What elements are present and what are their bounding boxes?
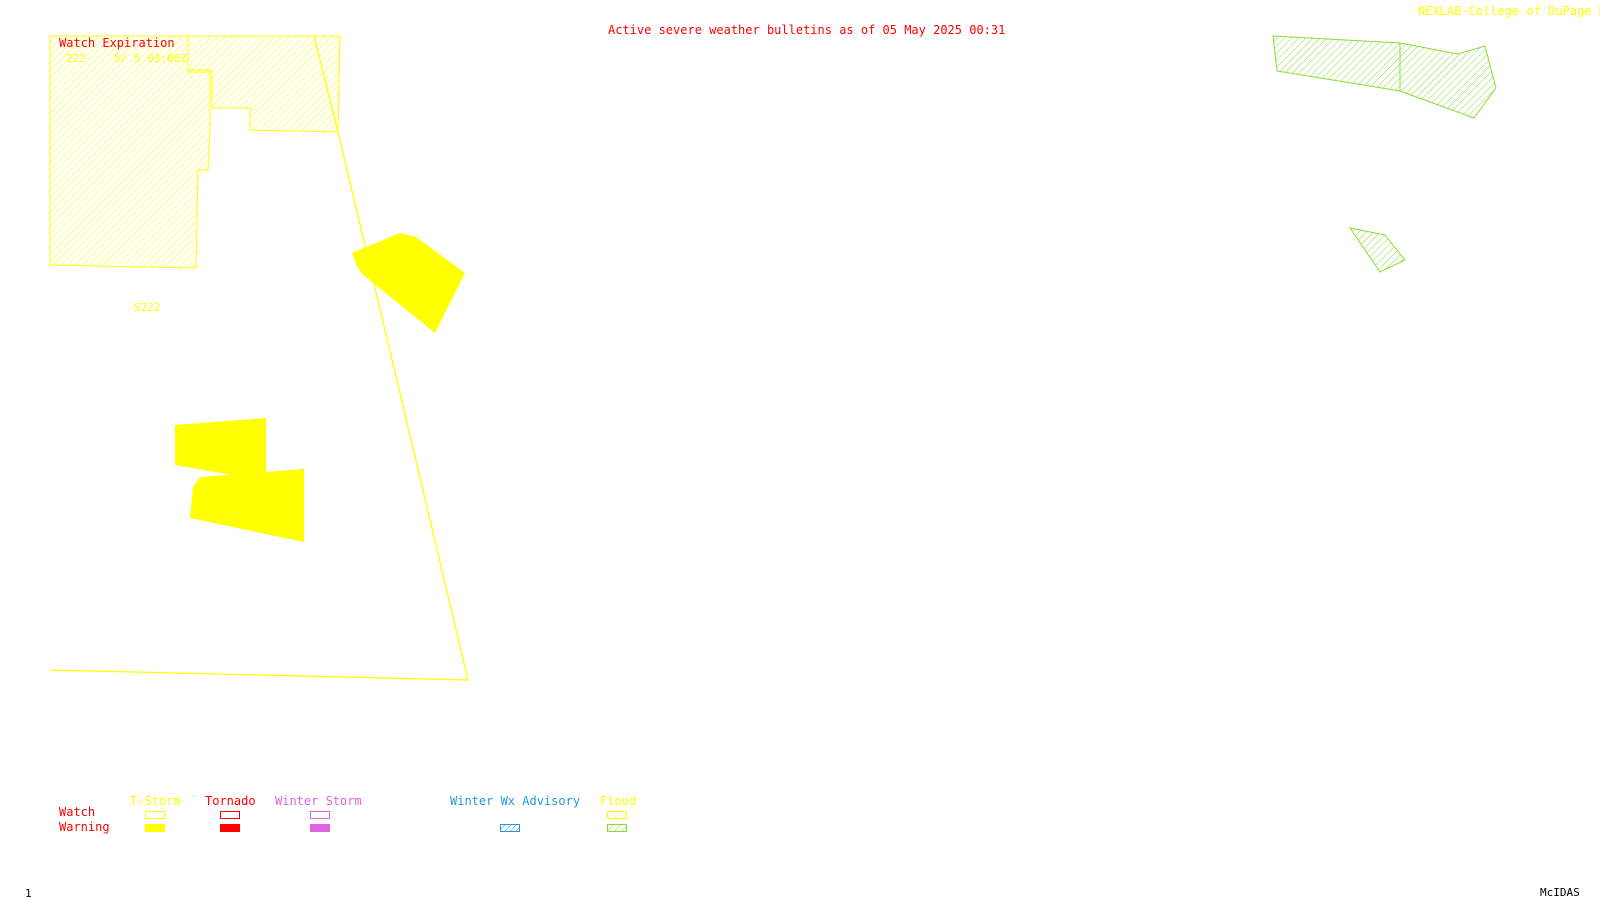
legend-watch-row-label: Watch: [59, 805, 96, 819]
legend-winter-wx-advisory-label: Winter Wx Advisory: [450, 794, 581, 808]
software-label: McIDAS: [1540, 886, 1580, 899]
legend-tornado-watch-swatch: [220, 811, 240, 819]
legend-tstorm-watch-swatch: [145, 811, 165, 819]
tstorm-warning-2: [175, 418, 266, 476]
frame-number: 1: [25, 887, 32, 900]
legend-winter-storm-watch-swatch: [310, 811, 330, 819]
legend-flood-watch-swatch: [607, 811, 627, 819]
legend-tornado-label: Tornado: [205, 794, 256, 808]
legend-winter-storm-label: Winter Storm: [275, 794, 362, 808]
watch-number-label: S222: [134, 301, 161, 314]
legend-winter-storm-warning-swatch: [310, 824, 330, 832]
legend-flood-label: Flood: [600, 794, 637, 808]
watch-entry-time: 5/ 5 03:00Z: [114, 52, 187, 65]
legend-flood-warning-swatch: [607, 824, 627, 832]
tstorm-warning-3: [190, 469, 304, 542]
legend-tornado-warning-swatch: [220, 824, 240, 832]
watch-expiration-heading: Watch Expiration: [59, 36, 175, 50]
watch-entry-id: 222: [66, 52, 86, 65]
credit-label: NEXLAB-College of DuPage R: [1418, 4, 1600, 18]
legend-tstorm-warning-swatch: [145, 824, 165, 832]
legend-winter-wx-advisory-swatch: [500, 824, 520, 832]
tstorm-warning-1: [352, 233, 465, 333]
legend-warning-row-label: Warning: [59, 820, 110, 834]
bulletin-title: Active severe weather bulletins as of 05…: [608, 23, 1006, 37]
flood-watch-area-2: [1348, 227, 1406, 273]
legend-tstorm-label: T-Storm: [130, 794, 181, 808]
tstorm-watch-outline: [49, 35, 469, 681]
hatched-watch-area: [49, 35, 341, 269]
flood-watch-area-1: [1272, 35, 1497, 119]
